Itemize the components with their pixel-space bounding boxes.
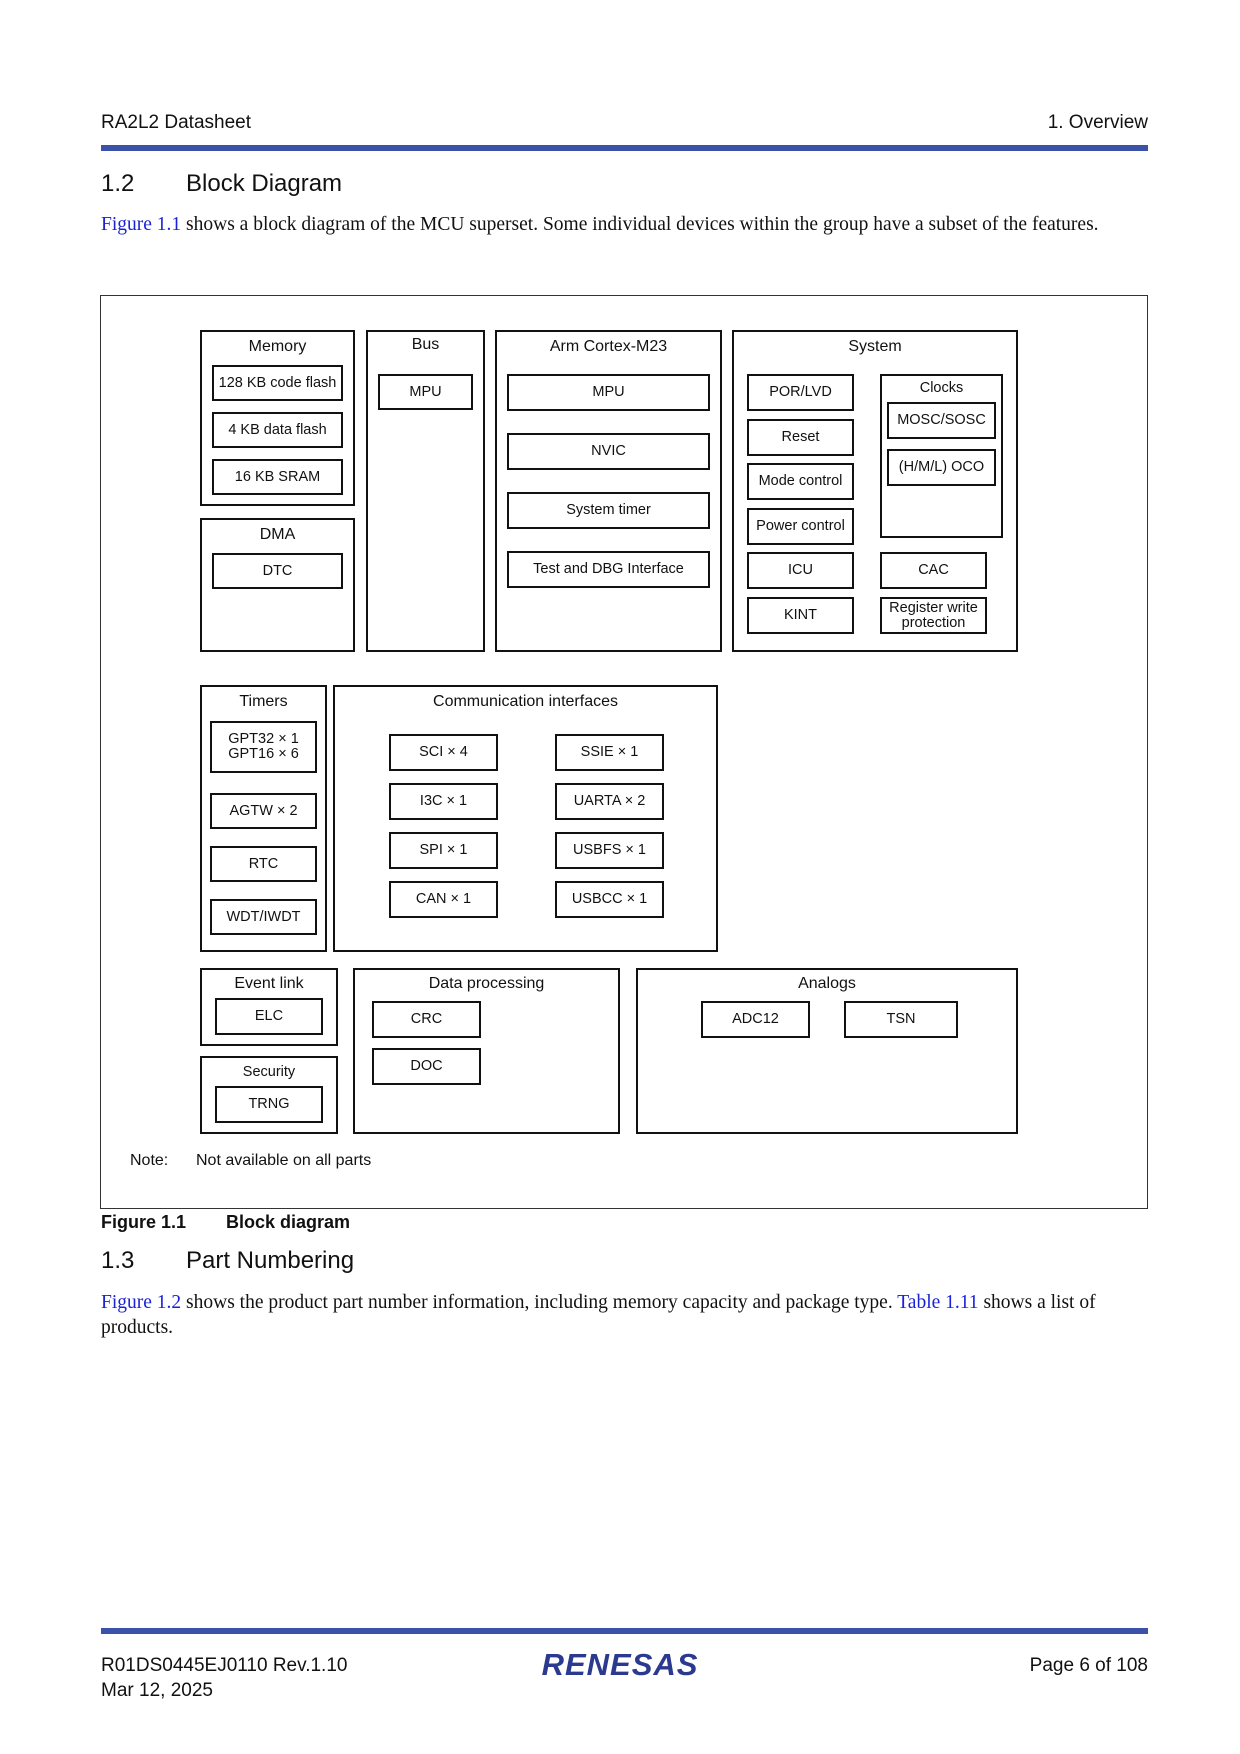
code-flash-block: 128 KB code flash [212, 365, 343, 401]
logo-text: RENESAS [542, 1648, 699, 1680]
sram-block: 16 KB SRAM [212, 459, 343, 495]
note-label: Note: [130, 1152, 169, 1169]
bus-group: Bus MPU [366, 330, 485, 652]
uarta-block: UARTA × 2 [555, 783, 664, 820]
paragraph-text: shows the product part number informatio… [181, 1292, 898, 1313]
group-title: Timers [239, 693, 288, 710]
group-title: Arm Cortex-M23 [549, 338, 668, 355]
footer-rule [101, 1628, 1148, 1634]
paragraph-text: shows a block diagram of the MCU superse… [181, 214, 1099, 235]
section-number: 1.3 [101, 1247, 135, 1274]
communication-interfaces-group: Communication interfaces SCI × 4 I3C × 1… [333, 685, 718, 952]
bus-mpu-block: MPU [378, 374, 473, 410]
dma-group: DMA DTC [200, 518, 355, 652]
section-heading-1-3: 1.3 Part Numbering [101, 1247, 354, 1275]
header-rule [101, 145, 1148, 151]
wdt-iwdt-block: WDT/IWDT [210, 899, 317, 935]
icu-block: ICU [747, 552, 854, 589]
group-title: Communication interfaces [433, 693, 618, 710]
section-1-2-paragraph: Figure 1.1 shows a block diagram of the … [101, 212, 1151, 237]
event-link-group: Event link ELC [200, 968, 338, 1046]
data-processing-group: Data processing CRC DOC [353, 968, 620, 1134]
timers-group: Timers GPT32 × 1 GPT16 × 6 AGTW × 2 RTC … [200, 685, 327, 952]
i3c-block: I3C × 1 [389, 783, 498, 820]
adc12-block: ADC12 [701, 1001, 810, 1038]
sci-block: SCI × 4 [389, 734, 498, 771]
usbfs-block: USBFS × 1 [555, 832, 664, 869]
group-title: Data processing [428, 975, 545, 992]
header-title: RA2L2 Datasheet [101, 112, 251, 133]
can-block: CAN × 1 [389, 881, 498, 918]
hml-oco-block: (H/M/L) OCO [887, 449, 996, 486]
security-group: Security TRNG [200, 1056, 338, 1134]
group-title: System [848, 338, 902, 355]
trng-block: TRNG [215, 1086, 323, 1123]
group-title: Memory [248, 338, 307, 355]
test-dbg-block: Test and DBG Interface [507, 551, 710, 588]
figure-number: Figure 1.1 [101, 1212, 187, 1232]
section-number: 1.2 [101, 170, 135, 197]
group-title: Analogs [798, 975, 856, 992]
group-title: Security [242, 1064, 296, 1080]
tsn-block: TSN [844, 1001, 958, 1038]
group-title: DMA [259, 526, 296, 543]
section-title: Block Diagram [186, 170, 343, 197]
cac-block: CAC [880, 552, 987, 589]
doc-date: Mar 12, 2025 [101, 1680, 213, 1701]
renesas-logo: RENESAS [528, 1648, 712, 1680]
mosc-sosc-block: MOSC/SOSC [887, 402, 996, 439]
system-timer-block: System timer [507, 492, 710, 529]
dtc-block: DTC [212, 553, 343, 589]
agtw-block: AGTW × 2 [210, 793, 317, 829]
section-title: Part Numbering [186, 1247, 355, 1274]
analogs-group: Analogs ADC12 TSN [636, 968, 1018, 1134]
system-group: System POR/LVD Reset Mode control Power … [732, 330, 1018, 652]
gpt-block: GPT32 × 1 GPT16 × 6 [210, 721, 317, 773]
group-title: Event link [234, 975, 304, 992]
group-title: Clocks [919, 380, 964, 396]
crc-block: CRC [372, 1001, 481, 1038]
paragraph-text-2: shows a list of products. [101, 1292, 1096, 1338]
register-write-protection-block: Register write protection [880, 597, 987, 634]
elc-block: ELC [215, 998, 323, 1035]
spi-block: SPI × 1 [389, 832, 498, 869]
page-number: Page 6 of 108 [1029, 1655, 1148, 1676]
clocks-group: Clocks MOSC/SOSC (H/M/L) OCO [880, 374, 1003, 538]
nvic-block: NVIC [507, 433, 710, 470]
ssie-block: SSIE × 1 [555, 734, 664, 771]
doc-block: DOC [372, 1048, 481, 1085]
cpu-group: Arm Cortex-M23 MPU NVIC System timer Tes… [495, 330, 722, 652]
usbcc-block: USBCC × 1 [555, 881, 664, 918]
por-lvd-block: POR/LVD [747, 374, 854, 411]
cpu-mpu-block: MPU [507, 374, 710, 411]
reset-block: Reset [747, 419, 854, 456]
doc-number: R01DS0445EJ0110 Rev.1.10 [101, 1655, 348, 1676]
figure-1-1-link[interactable]: Figure 1.1 [101, 214, 182, 235]
header-section: 1. Overview [1047, 112, 1148, 133]
figure-caption: Figure 1.1 Block diagram [101, 1212, 350, 1233]
group-title: Bus [411, 336, 440, 353]
table-1-11-link[interactable]: Table 1.11 [897, 1292, 979, 1313]
figure-title: Block diagram [226, 1212, 351, 1232]
mode-control-block: Mode control [747, 463, 854, 500]
section-heading-1-2: 1.2 Block Diagram [101, 170, 342, 198]
figure-1-2-link[interactable]: Figure 1.2 [101, 1292, 182, 1313]
section-1-3-paragraph: Figure 1.2 shows the product part number… [101, 1290, 1151, 1340]
power-control-block: Power control [747, 508, 854, 545]
kint-block: KINT [747, 597, 854, 634]
data-flash-block: 4 KB data flash [212, 412, 343, 448]
block-diagram-frame [100, 295, 1148, 1209]
memory-group: Memory 128 KB code flash 4 KB data flash… [200, 330, 355, 506]
note-text: Not available on all parts [196, 1152, 372, 1169]
rtc-block: RTC [210, 846, 317, 882]
